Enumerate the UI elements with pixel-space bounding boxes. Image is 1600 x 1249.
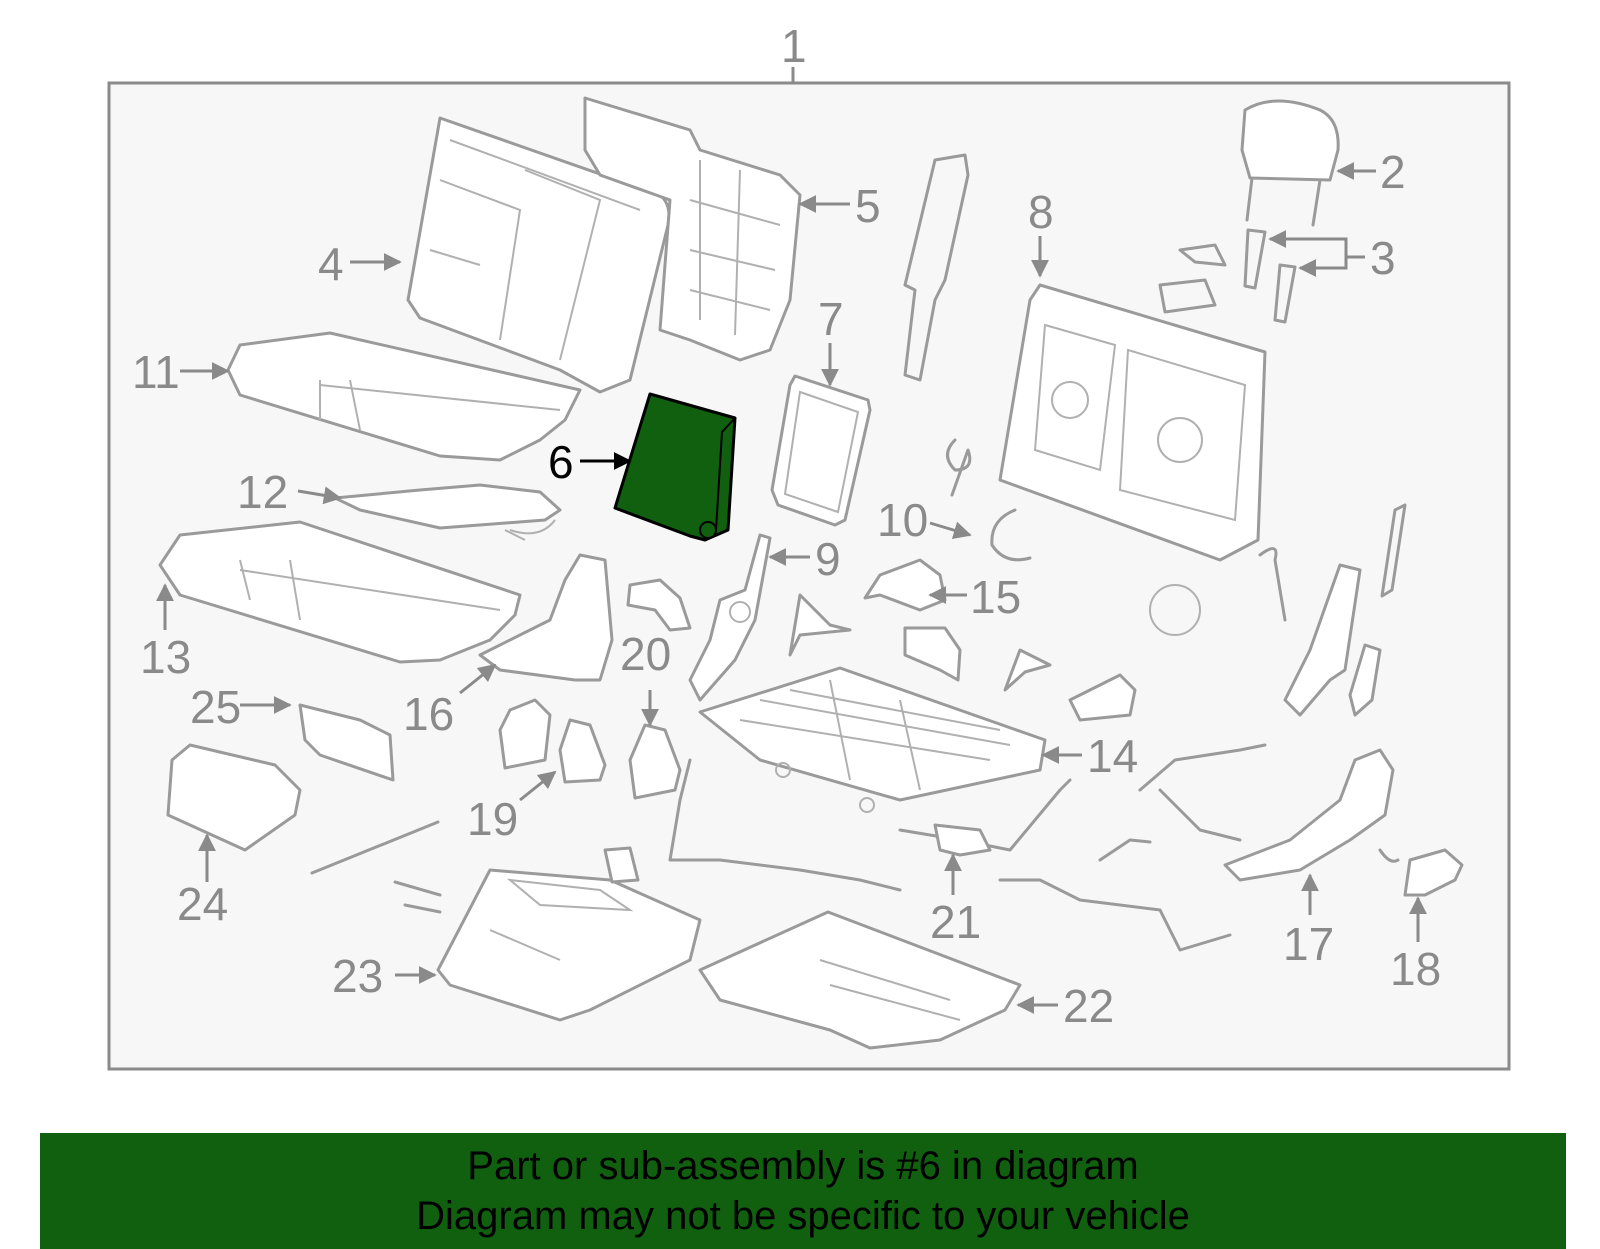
callout-11: 11 <box>132 346 180 398</box>
armrest-panel-part <box>770 374 872 527</box>
seat-frame-part <box>698 666 1047 813</box>
callout-14: 14 <box>1087 730 1138 782</box>
armrest-part-highlighted <box>613 392 737 542</box>
lower-shield-part <box>698 910 1022 1050</box>
seat-back-frame-part <box>583 96 802 362</box>
cushion-block-part <box>166 743 302 852</box>
callout-8: 8 <box>1028 186 1054 238</box>
side-shield-part <box>478 553 614 682</box>
seat-back-panel-part <box>998 283 1267 562</box>
hinge-bracket-part <box>688 533 772 702</box>
info-banner: Part or sub-assembly is #6 in diagram Di… <box>40 1133 1566 1249</box>
callout-20: 20 <box>620 628 671 680</box>
callout-7: 7 <box>818 293 844 345</box>
headrest-guide-part <box>1158 228 1297 324</box>
callout-19: 19 <box>467 793 518 845</box>
callout-3: 3 <box>1370 232 1396 284</box>
seat-motor-part <box>933 823 992 857</box>
callout-24: 24 <box>177 878 228 930</box>
callout-leaders <box>156 162 1427 1014</box>
callout-23: 23 <box>332 950 383 1002</box>
callout-22: 22 <box>1063 980 1114 1032</box>
small-brackets <box>626 578 1137 722</box>
headrest-part <box>1240 99 1340 227</box>
panel-part <box>298 703 395 782</box>
callout-13: 13 <box>140 631 191 683</box>
trim-cover-part <box>498 698 682 800</box>
seat-cushion-part <box>158 520 522 664</box>
callout-2: 2 <box>1380 146 1406 198</box>
seat-cushion-cover-part <box>226 331 582 462</box>
right-hinge-part <box>1149 503 1407 717</box>
callout-4: 4 <box>318 238 344 290</box>
callout-17: 17 <box>1283 918 1334 970</box>
callout-16: 16 <box>403 688 454 740</box>
callout-5: 5 <box>855 180 881 232</box>
callout-21: 21 <box>930 896 981 948</box>
latch-bracket-part <box>863 558 947 612</box>
callout-6: 6 <box>548 436 574 488</box>
banner-line-part: Part or sub-assembly is #6 in diagram <box>467 1144 1139 1188</box>
callout-15: 15 <box>970 571 1021 623</box>
outer-trim-part <box>1223 748 1464 897</box>
storage-tray-part <box>436 868 702 1022</box>
callout-10: 10 <box>877 494 928 546</box>
spring-bracket-part <box>946 438 1032 562</box>
seat-belt-part <box>903 153 970 382</box>
banner-line-disclaimer: Diagram may not be specific to your vehi… <box>416 1194 1190 1238</box>
callout-25: 25 <box>190 681 241 733</box>
callout-labels: 1 2 3 4 5 6 7 8 9 10 11 12 13 14 15 16 1… <box>132 20 1441 1032</box>
callout-12: 12 <box>237 466 288 518</box>
callout-9: 9 <box>815 533 841 585</box>
seat-heater-part <box>333 483 562 541</box>
callout-18: 18 <box>1390 943 1441 995</box>
callout-1: 1 <box>781 20 807 72</box>
gas-strut-part <box>310 820 640 914</box>
